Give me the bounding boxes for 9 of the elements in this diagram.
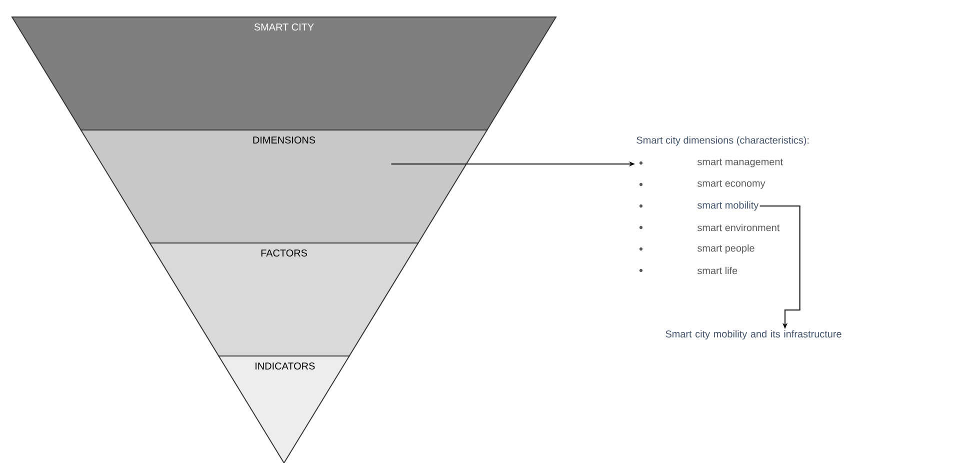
list-item: smart management [697,158,783,168]
result-text: Smart city mobility and its infrastructure [666,330,842,340]
list-item: smart life [697,266,738,274]
pyramid-band: DIMENSIONS [80,130,488,244]
list-heading: Smart city dimensions (characteristics): [636,136,809,146]
list-item: smart economy [697,180,766,189]
list-item: smart people [697,244,754,254]
list-item: smart mobility [697,201,759,211]
list-item: smart environment [697,224,780,232]
